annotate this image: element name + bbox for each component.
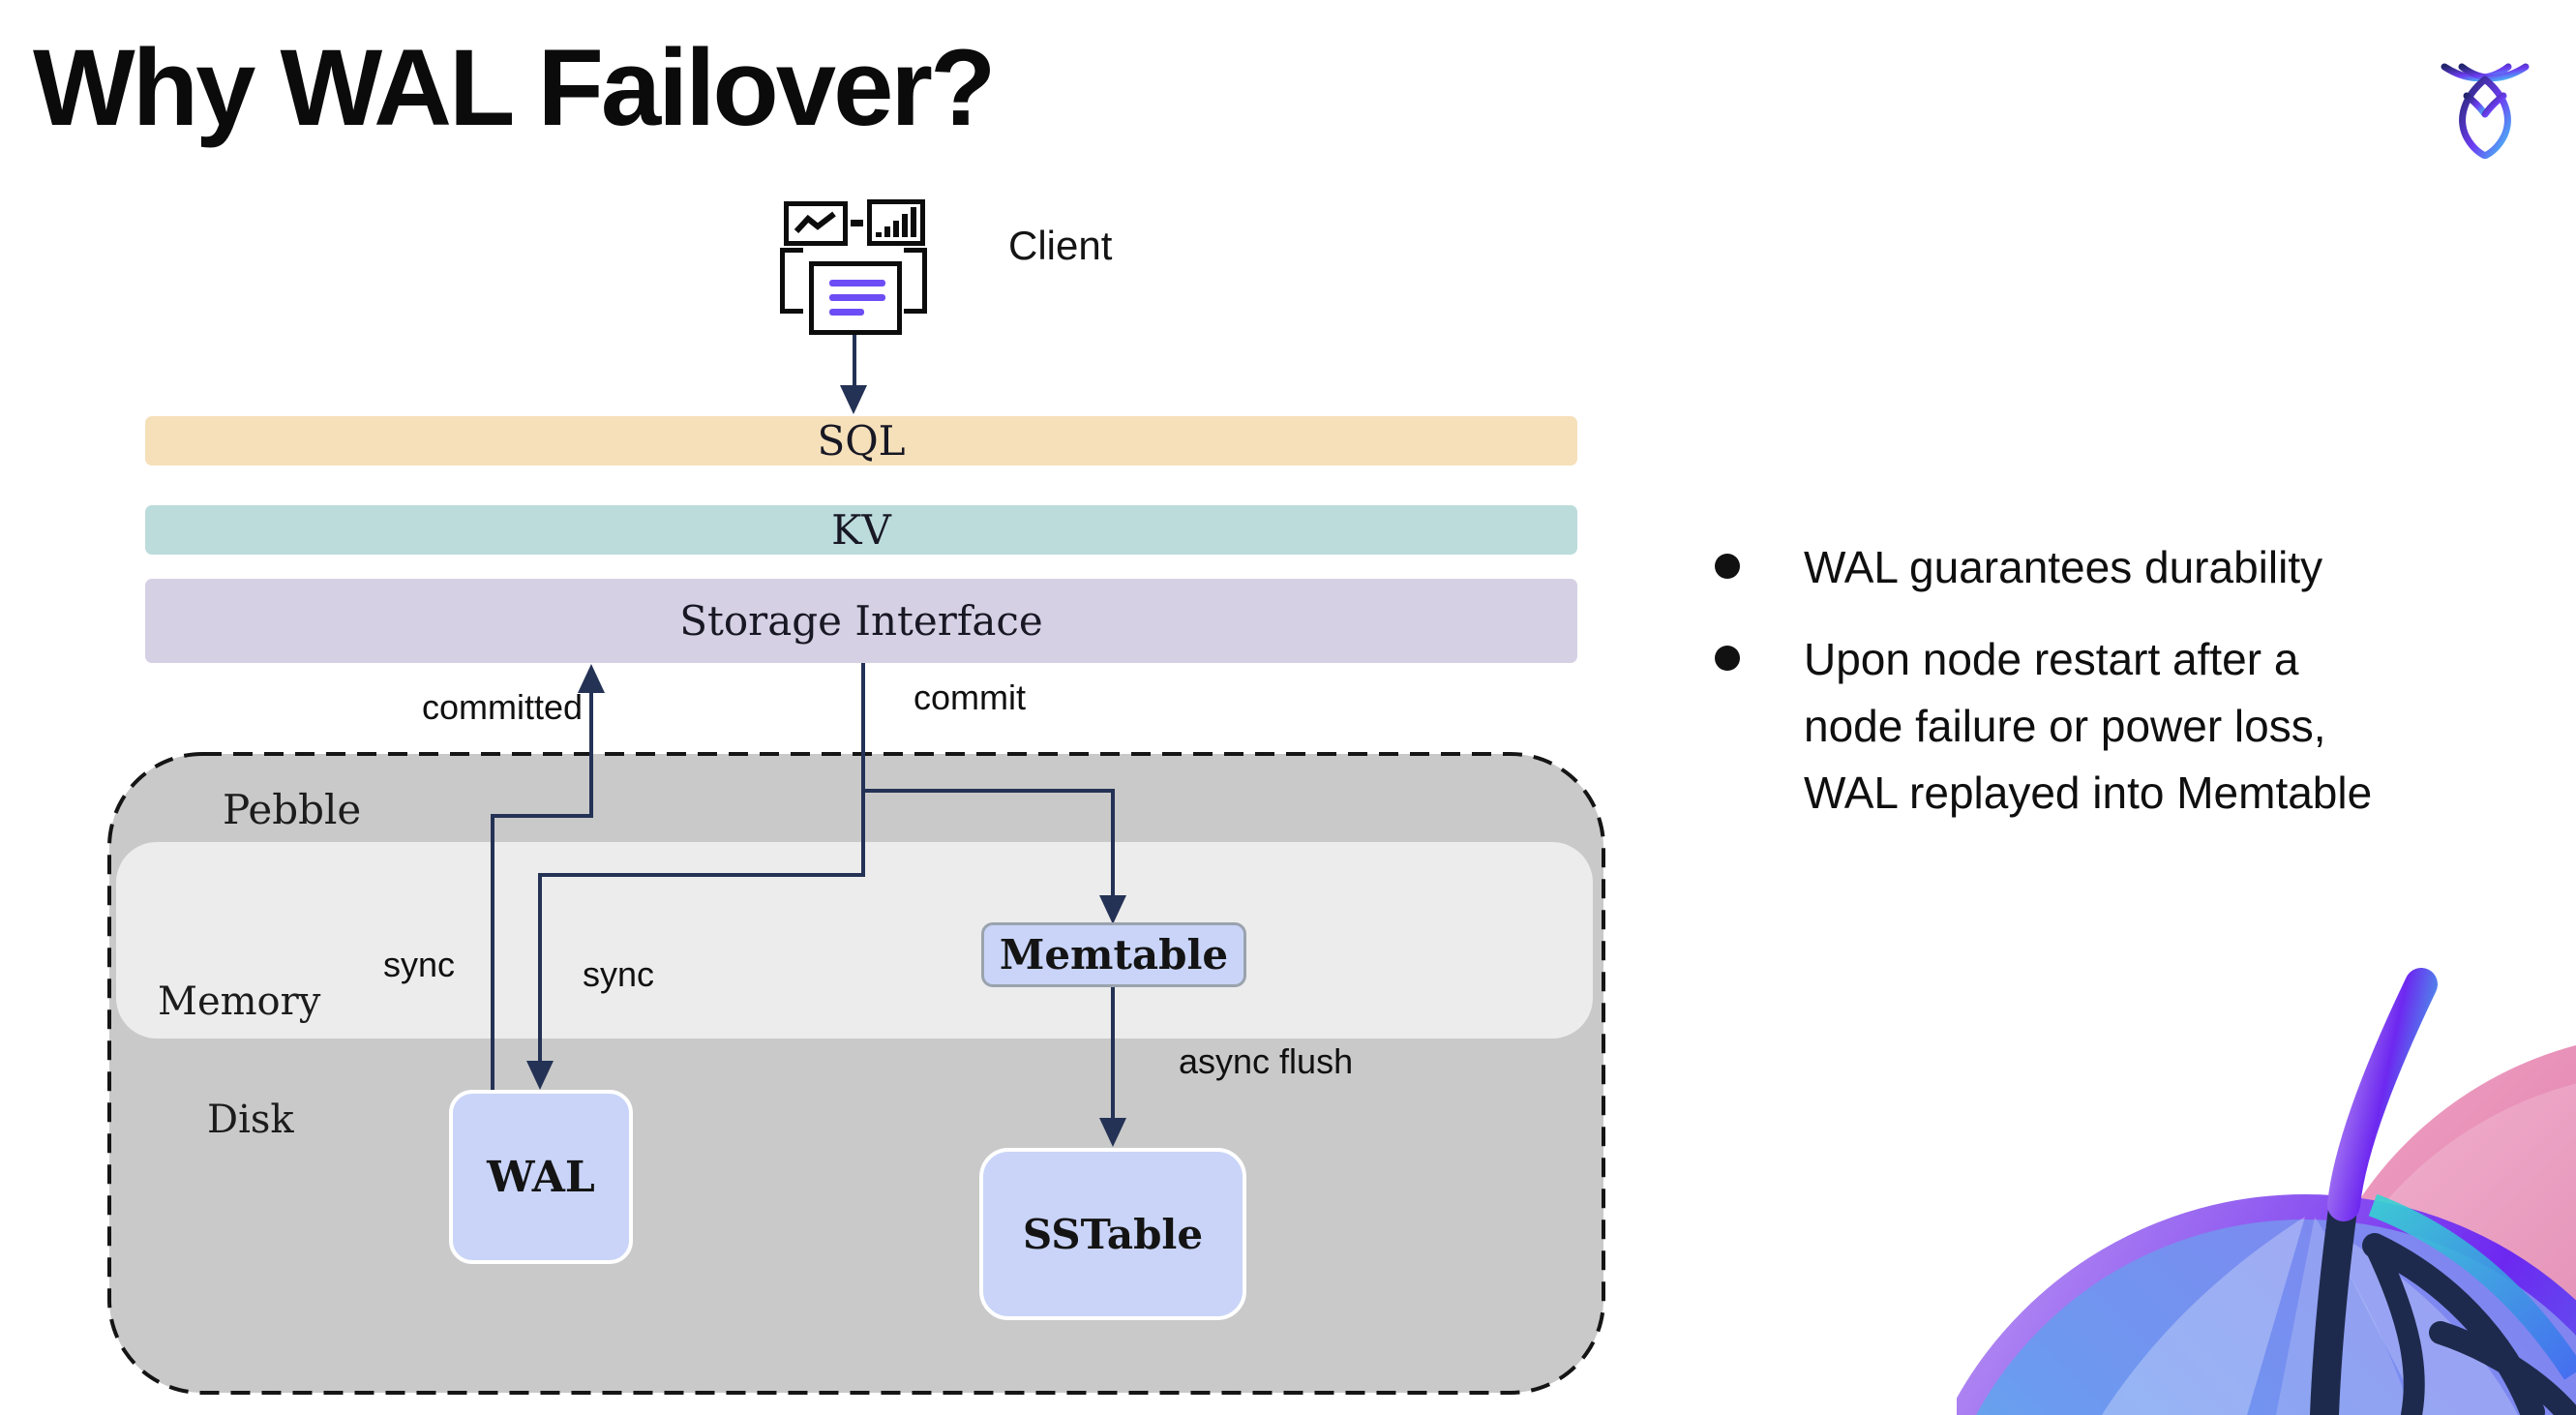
wal-box: WAL xyxy=(449,1090,633,1264)
committed-arrow-segment xyxy=(589,691,593,818)
commit-arrow-segment xyxy=(538,873,542,1063)
commit-arrow-segment xyxy=(540,873,865,877)
client-label: Client xyxy=(1008,223,1113,268)
commit-arrow-segment xyxy=(1111,789,1115,897)
async-flush-label: async flush xyxy=(1179,1041,1354,1081)
list-item: Upon node restart after a node failure o… xyxy=(1715,626,2528,827)
right-bracket-icon xyxy=(904,248,927,314)
layer-storage-interface: Storage Interface xyxy=(145,579,1577,663)
committed-arrow-segment xyxy=(491,814,593,818)
client-arrow-line xyxy=(853,335,856,389)
memory-band xyxy=(116,842,1593,1039)
flush-arrowhead xyxy=(1099,1118,1126,1147)
committed-arrowhead xyxy=(578,664,605,693)
bar-chart-monitor-icon xyxy=(867,199,925,246)
commit-arrow-segment xyxy=(863,789,1113,793)
commit-arrow-segment xyxy=(861,663,865,877)
commit-arrowhead-memtable xyxy=(1099,895,1126,924)
client-arrowhead xyxy=(840,385,867,414)
sync-left-label: sync xyxy=(383,945,456,984)
flush-arrow-segment xyxy=(1111,987,1115,1120)
sstable-box: SSTable xyxy=(979,1148,1246,1320)
document-icon xyxy=(809,261,902,335)
committed-label: committed xyxy=(421,687,583,727)
commit-label: commit xyxy=(914,677,1026,717)
layer-kv: KV xyxy=(145,505,1577,555)
icon-dash xyxy=(851,220,863,226)
left-bracket-icon xyxy=(780,248,803,314)
disk-label: Disk xyxy=(207,1098,294,1142)
memory-label: Memory xyxy=(158,979,321,1024)
pebble-label: Pebble xyxy=(223,786,362,833)
brand-art xyxy=(1957,968,2576,1415)
commit-arrowhead-wal xyxy=(526,1061,554,1090)
layer-sql: SQL xyxy=(145,416,1577,466)
cockroachdb-logo-icon xyxy=(2441,63,2530,159)
bullet-text: WAL guarantees durability xyxy=(1804,542,2323,592)
bullet-list: WAL guarantees durability Upon node rest… xyxy=(1715,534,2528,852)
line-chart-monitor-icon xyxy=(784,201,848,246)
bullet-dot-icon xyxy=(1715,554,1740,579)
bullet-dot-icon xyxy=(1715,646,1740,671)
memtable-box: Memtable xyxy=(981,922,1246,987)
page-title: Why WAL Failover? xyxy=(33,27,996,148)
committed-arrow-segment xyxy=(491,816,494,1092)
list-item: WAL guarantees durability xyxy=(1715,534,2528,601)
sync-right-label: sync xyxy=(583,954,655,994)
bullet-text: Upon node restart after a node failure o… xyxy=(1804,634,2373,818)
